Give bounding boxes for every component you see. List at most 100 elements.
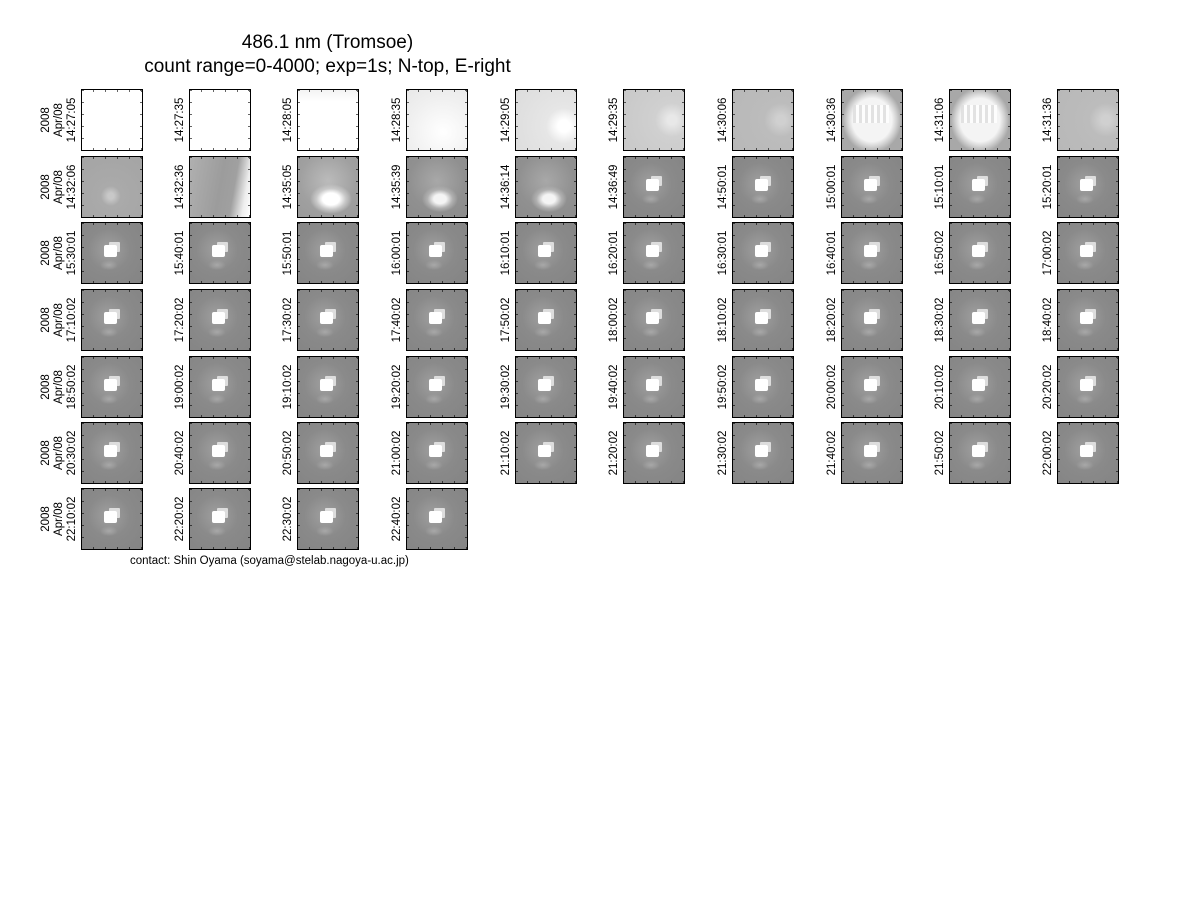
all-sky-image bbox=[949, 89, 1011, 151]
date-text: Apr/08 bbox=[53, 303, 65, 337]
timestamp-label: 22:40:02 bbox=[391, 488, 404, 550]
sky-image-cell: 16:40:01 bbox=[826, 222, 903, 284]
time-text: 22:20:02 bbox=[174, 496, 186, 542]
sky-image-cell: 15:40:01 bbox=[174, 222, 251, 284]
timestamp-label: 20:20:02 bbox=[1042, 356, 1055, 418]
axis-ticks bbox=[190, 489, 250, 549]
timestamp-label: 14:29:35 bbox=[608, 89, 621, 151]
axis-ticks bbox=[624, 223, 684, 283]
time-text: 14:30:06 bbox=[717, 97, 729, 143]
sky-image-cell: 14:36:14 bbox=[500, 156, 577, 218]
timestamp-label: 18:10:02 bbox=[717, 289, 730, 351]
time-text: 17:40:02 bbox=[391, 297, 403, 343]
all-sky-image bbox=[841, 222, 903, 284]
all-sky-image bbox=[623, 89, 685, 151]
timestamp-label: 20:00:02 bbox=[826, 356, 839, 418]
sky-image-cell: 21:10:02 bbox=[500, 422, 577, 484]
axis-ticks bbox=[298, 290, 358, 350]
time-text: 22:40:02 bbox=[391, 496, 403, 542]
axis-ticks bbox=[407, 423, 467, 483]
time-text: 14:35:05 bbox=[282, 164, 294, 210]
figure-title: 486.1 nm (Tromsoe) bbox=[241, 32, 414, 53]
all-sky-image bbox=[515, 222, 577, 284]
timestamp-label: 19:40:02 bbox=[608, 356, 621, 418]
time-text: 15:20:01 bbox=[1042, 164, 1054, 210]
timestamp-label: 19:10:02 bbox=[282, 356, 295, 418]
all-sky-image bbox=[81, 289, 143, 351]
axis-ticks bbox=[842, 90, 902, 150]
timestamp-label: 22:30:02 bbox=[282, 488, 295, 550]
all-sky-image bbox=[623, 156, 685, 218]
time-text: 20:00:02 bbox=[826, 364, 838, 410]
timestamp-label: 14:32:36 bbox=[174, 156, 187, 218]
timestamp-label: 21:10:02 bbox=[500, 422, 513, 484]
time-text: 16:30:01 bbox=[717, 230, 729, 276]
axis-ticks bbox=[624, 290, 684, 350]
all-sky-image bbox=[1057, 289, 1119, 351]
axis-ticks bbox=[842, 157, 902, 217]
all-sky-image bbox=[623, 222, 685, 284]
sky-image-cell: 20:00:02 bbox=[826, 356, 903, 418]
time-text: 14:31:36 bbox=[1042, 97, 1054, 143]
all-sky-image bbox=[189, 488, 251, 550]
timestamp-label: 16:10:01 bbox=[500, 222, 513, 284]
time-text: 14:27:35 bbox=[174, 97, 186, 143]
sky-image-cell: 21:50:02 bbox=[934, 422, 1011, 484]
sky-image-cell: 18:20:02 bbox=[826, 289, 903, 351]
axis-ticks bbox=[733, 357, 793, 417]
axis-ticks bbox=[733, 90, 793, 150]
timestamp-label: 14:30:06 bbox=[717, 89, 730, 151]
time-text: 14:28:35 bbox=[391, 97, 403, 143]
sky-image-cell: 17:40:02 bbox=[391, 289, 468, 351]
sky-image-cell: 15:20:01 bbox=[1042, 156, 1119, 218]
axis-ticks bbox=[950, 157, 1010, 217]
all-sky-image bbox=[81, 488, 143, 550]
time-text: 18:20:02 bbox=[826, 297, 838, 343]
axis-ticks bbox=[733, 290, 793, 350]
time-text: 14:36:14 bbox=[500, 164, 512, 210]
all-sky-image bbox=[841, 289, 903, 351]
sky-image-cell: 20:20:02 bbox=[1042, 356, 1119, 418]
sky-image-cell: 16:10:01 bbox=[500, 222, 577, 284]
all-sky-image bbox=[949, 222, 1011, 284]
all-sky-image bbox=[623, 356, 685, 418]
sky-image-cell: 21:40:02 bbox=[826, 422, 903, 484]
axis-ticks bbox=[733, 423, 793, 483]
all-sky-image bbox=[841, 356, 903, 418]
timestamp-label: 15:20:01 bbox=[1042, 156, 1055, 218]
year-text: 2008 bbox=[40, 506, 52, 532]
sky-image-cell: 14:30:06 bbox=[717, 89, 794, 151]
sky-image-cell: 14:31:06 bbox=[934, 89, 1011, 151]
sky-image-cell: 19:10:02 bbox=[282, 356, 359, 418]
date-text: Apr/08 bbox=[53, 103, 65, 137]
all-sky-image bbox=[732, 356, 794, 418]
all-sky-image bbox=[406, 222, 468, 284]
axis-ticks bbox=[516, 423, 576, 483]
axis-ticks bbox=[407, 223, 467, 283]
timestamp-label: 18:40:02 bbox=[1042, 289, 1055, 351]
sky-image-cell: 16:00:01 bbox=[391, 222, 468, 284]
sky-image-cell: 15:00:01 bbox=[826, 156, 903, 218]
time-text: 16:20:01 bbox=[608, 230, 620, 276]
timestamp-label: 21:00:02 bbox=[391, 422, 404, 484]
time-text: 15:00:01 bbox=[826, 164, 838, 210]
sky-image-cell: 19:30:02 bbox=[500, 356, 577, 418]
sky-image-cell: 19:00:02 bbox=[174, 356, 251, 418]
sky-image-cell: 18:40:02 bbox=[1042, 289, 1119, 351]
time-text: 15:50:01 bbox=[282, 230, 294, 276]
sky-image-cell: 19:50:02 bbox=[717, 356, 794, 418]
sky-image-cell: 19:20:02 bbox=[391, 356, 468, 418]
year-text: 2008 bbox=[40, 107, 52, 133]
timestamp-label: 19:50:02 bbox=[717, 356, 730, 418]
all-sky-image bbox=[949, 289, 1011, 351]
sky-image-cell: 14:32:36 bbox=[174, 156, 251, 218]
all-sky-image bbox=[1057, 356, 1119, 418]
sky-image-cell: 14:35:39 bbox=[391, 156, 468, 218]
timestamp-label: 18:00:02 bbox=[608, 289, 621, 351]
axis-ticks bbox=[624, 157, 684, 217]
timestamp-label: 17:30:02 bbox=[282, 289, 295, 351]
